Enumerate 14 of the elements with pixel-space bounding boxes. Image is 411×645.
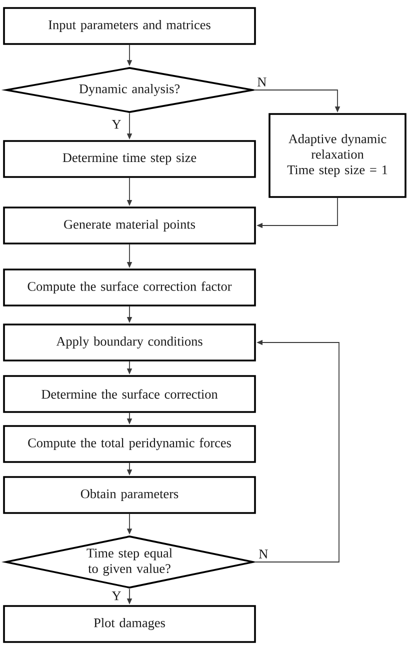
process-box: Input parameters and matrices <box>3 7 256 45</box>
edge-label: Y <box>110 590 122 602</box>
process-box: Apply boundary conditions <box>3 324 256 362</box>
process-box: Compute the surface correction factor <box>3 268 256 306</box>
edge-label: N <box>256 76 268 88</box>
process-box: Determine time step size <box>3 140 256 178</box>
process-box: Plot damages <box>3 605 256 643</box>
process-box: Generate material points <box>3 206 256 244</box>
process-box: Determine the surface correction <box>3 375 256 413</box>
process-box: Compute the total peridynamic forces <box>3 425 256 463</box>
edge-label: Y <box>110 118 122 130</box>
process-box: Obtain parameters <box>3 476 256 514</box>
process-box: Adaptive dynamic relaxation Time step size = 1 <box>268 113 406 198</box>
edge-label: N <box>258 548 270 560</box>
